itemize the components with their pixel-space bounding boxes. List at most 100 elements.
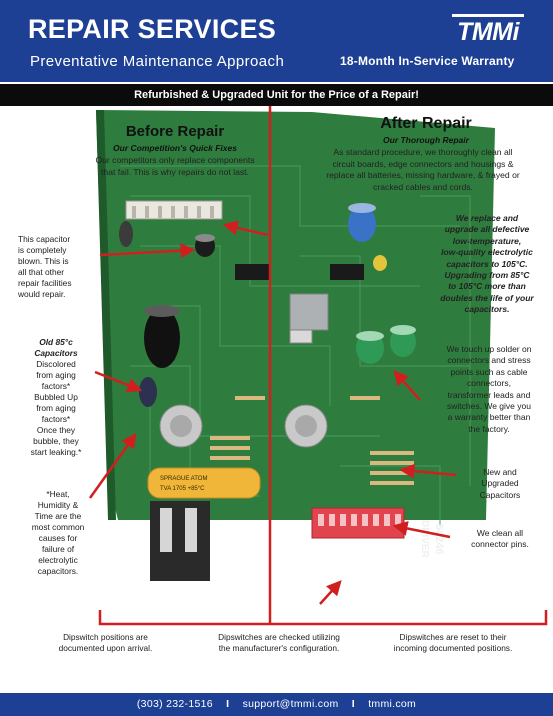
dipswitch-note-reset: Dipswitches are reset to their incoming … [368,632,538,654]
note-line: most common [31,522,85,532]
note-line: We clean all [476,528,524,538]
blown-capacitor-note: This capacitor is completely blown. This… [18,234,98,300]
note-line: failure of [41,544,75,554]
before-repair-body: Our competitors only replace components … [40,155,310,178]
note-line: capacitors. [464,304,510,315]
after-body-line: As standard procedure, we thoroughly cle… [333,147,513,157]
note-line: Capacitors [34,348,78,358]
note-line: We replace and [455,213,519,223]
logo-text: TMMi [457,18,519,46]
ic-chip-right [330,264,364,280]
after-repair-subtitle: Our Thorough Repair [383,135,469,145]
sprague-capacitor [147,467,261,499]
upgrade-capacitors-note: We replace and upgrade all defective low… [426,213,548,316]
note-line: a warranty better than [447,412,531,423]
note-line: Bubbled Up [34,392,78,402]
footer-email[interactable]: support@tmmi.com [242,698,339,710]
footer-contact: (303) 232-1516 I support@tmmi.com I tmmi… [0,693,553,716]
note-line: the manufacturer's configuration. [218,643,340,653]
yellow-capacitor [373,255,387,271]
note-line: electrolytic [38,555,78,565]
note-line: is completely [18,245,67,255]
note-line: doubles the life of your [440,292,534,303]
note-line: New and [483,467,517,477]
footer-phone[interactable]: (303) 232-1516 [136,698,213,710]
clean-pins-note: We clean all connector pins. [452,528,548,551]
note-line: factors* [41,381,71,391]
note-line: would repair. [18,289,66,299]
old-capacitors-note: Old 85°c Capacitors Discolored from agin… [16,337,96,458]
page-title: REPAIR SERVICES [28,14,277,44]
note-line: Upgrading from 85°C [444,270,530,281]
note-line: Once they [36,425,76,435]
note-line: transformer leads and [447,389,531,400]
note-line: *Heat, [46,489,70,499]
note-line: bubble, they [33,436,79,446]
note-line: Humidity & [37,500,79,510]
footer-separator: I [226,698,230,710]
before-body-line: that fail. This is why repairs do not la… [101,166,249,177]
note-line: capacitors. [37,566,79,576]
page-subtitle: Preventative Maintenance Approach [30,53,285,70]
note-line: Dipswitches are reset to their [399,632,507,642]
capacitor-label-1: SPRAGUE ATOM [160,476,207,482]
note-line: Upgraded [481,478,519,489]
after-body-line: circuit boards, edge connectors and hous… [332,158,514,169]
warranty-text: 18-Month In-Service Warranty [340,54,515,68]
tmmi-logo: TMMi [446,14,530,50]
solder-touchup-note: We touch up solder on connectors and str… [428,344,550,435]
note-line: Old 85°c [39,337,73,347]
board-label-part: 50246 [433,524,445,555]
note-line: Discolored [36,359,76,369]
before-repair-title: Before Repair [125,123,225,140]
capacitor-label-2: TVA 1705 +85°C [160,486,205,492]
new-capacitors-note: New and Upgraded Capacitors [460,467,540,501]
note-line: This capacitor [18,234,71,244]
heat-humidity-note: *Heat, Humidity & Time are the most comm… [18,489,98,577]
note-line: from aging [36,403,76,413]
circuit-board-illustration: DRIVER 50246 SPRAGUE ATOM TVA 1705 +85°C [96,110,495,581]
connector-pins [132,206,214,218]
note-line: Dipswitches are checked utilizing [218,632,340,642]
note-line: connector pins. [471,539,529,550]
note-line: connectors and stress [447,355,531,366]
new-capacitor-green-2 [390,327,416,357]
note-line: repair facilities [18,278,72,288]
footer-separator: I [351,698,355,710]
note-line: start leaking.* [30,447,82,457]
before-body-line: Our competitors only replace components [95,155,255,165]
note-line: Time are the [34,511,82,521]
board-label-driver: DRIVER [419,520,430,559]
note-line: from aging [36,370,76,380]
note-line: We touch up solder on [446,344,532,354]
small-capacitor-1 [119,221,133,247]
note-line: to 105°C more than [448,281,526,292]
dipswitch-note-arrival: Dipswitch positions are documented upon … [28,632,183,654]
resistor-array [210,396,414,485]
note-line: low-temperature, [452,235,522,246]
after-repair-title: After Repair [380,115,472,132]
ic-chip-left [235,264,269,280]
large-capacitor [144,308,180,368]
after-repair-body: As standard procedure, we thoroughly cle… [290,147,553,193]
note-line: points such as cable [450,366,528,377]
dipswitch-bracket [98,610,548,626]
footer-website[interactable]: tmmi.com [368,698,417,710]
note-line: blown. This is [18,256,69,266]
pcb-board-edge [96,110,116,520]
note-line: factors* [41,414,71,424]
before-repair-subtitle: Our Competition's Quick Fixes [113,143,237,153]
note-line: connectors, [467,378,511,389]
note-line: switches. We give you [447,401,531,412]
dipswitch [311,507,405,539]
note-line: incoming documented positions. [393,643,513,653]
old-capacitor [139,377,157,407]
note-line: low-quality electrolytic [441,247,533,258]
after-body-line: cracked cables and cords. [373,181,473,192]
note-line: Capacitors [479,489,521,500]
header: REPAIR SERVICES Preventative Maintenance… [0,0,553,82]
promo-banner: Refurbished & Upgraded Unit for the Pric… [0,84,553,106]
note-line: the factory. [468,423,510,434]
note-line: documented upon arrival. [58,643,153,653]
note-line: all that other [18,267,65,277]
